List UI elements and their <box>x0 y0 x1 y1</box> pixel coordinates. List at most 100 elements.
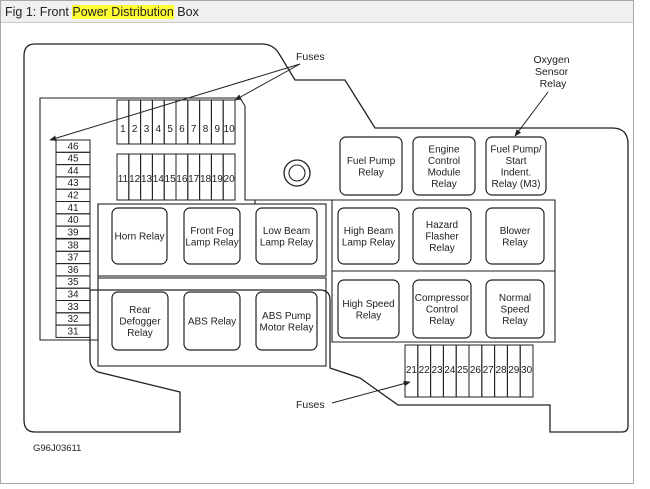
relay-abs-pump-motor-label: Motor Relay <box>260 322 314 333</box>
relay-abs-label: ABS Relay <box>188 317 236 328</box>
fuses-bottom-leader <box>331 380 411 404</box>
relay-horn-label: Horn Relay <box>114 232 164 243</box>
relay-high-beam-lamp-box <box>337 207 400 265</box>
inner-panel-left <box>39 97 256 341</box>
relay-abs-pump-motor-box <box>255 291 318 351</box>
figure-frame: Fig 1: Front Power Distribution Box <box>0 0 634 484</box>
relay-front-fog-lamp-label: Lamp Relay <box>185 237 238 248</box>
relay-rear-defogger-box <box>111 291 169 351</box>
fuse-number: 28 <box>495 365 507 376</box>
relay-front-fog-lamp-label: Front Fog <box>190 226 233 237</box>
fuse-number: 19 <box>212 174 224 185</box>
relay-rear-defogger-label: Defogger <box>119 317 161 328</box>
fuse-slot <box>210 99 224 145</box>
relay-fuel-pump-label: Fuel Pump <box>347 156 396 167</box>
fuse-slot <box>116 99 130 145</box>
relay-hazard-flasher-label: Relay <box>429 243 455 254</box>
fuse-slot <box>222 153 236 201</box>
relay-high-speed-label: Relay <box>356 310 382 321</box>
mounting-hole-inner <box>288 164 306 182</box>
relays: Fuel PumpRelayEngineControlModuleRelayFu… <box>111 136 547 351</box>
fuse-slot <box>175 99 189 145</box>
fuse-number: 1 <box>120 124 126 135</box>
relay-compressor-control-label: Relay <box>429 316 455 327</box>
relay-rear-defogger-label: Rear <box>129 305 151 316</box>
relay-front-fog-lamp-box <box>183 207 241 265</box>
fuse-number: 43 <box>67 178 79 189</box>
fuse-number: 41 <box>67 203 79 214</box>
relay-abs-box <box>183 291 241 351</box>
fuse-slot <box>222 99 236 145</box>
fuse-number: 33 <box>67 302 79 313</box>
relay-compressor-control-label: Compressor <box>415 293 470 304</box>
fuse-number: 32 <box>67 314 79 325</box>
relay-fuel-pump-start-indent-label: Indent. <box>501 167 532 178</box>
fuse-number: 17 <box>188 174 200 185</box>
relay-fuel-pump-start-indent-label: Start <box>505 156 526 167</box>
relay-engine-control-module-label: Module <box>428 167 461 178</box>
relay-normal-speed-label: Speed <box>501 305 530 316</box>
fuse-number: 7 <box>191 124 197 135</box>
relay-hazard-flasher-box <box>412 207 472 265</box>
relay-engine-control-module-label: Engine <box>428 144 460 155</box>
oxygen-sensor-line-3: Relay <box>540 78 568 90</box>
figure-code: G96J03611 <box>33 443 81 454</box>
fuse-number: 6 <box>179 124 185 135</box>
fuse-number: 9 <box>215 124 221 135</box>
fuse-slot <box>199 99 212 145</box>
fuse-number: 46 <box>67 141 79 152</box>
fuse-number: 5 <box>167 124 173 135</box>
fuse-number: 10 <box>224 124 236 135</box>
fuse-number: 37 <box>67 253 79 264</box>
relay-fuel-pump-label: Relay <box>358 167 384 178</box>
fuse-number: 21 <box>406 365 418 376</box>
fuse-number: 38 <box>67 240 79 251</box>
fuse-number: 14 <box>153 174 165 185</box>
relay-high-beam-lamp-label: High Beam <box>344 226 393 237</box>
fuse-number: 13 <box>141 174 153 185</box>
relay-engine-control-module-label: Relay <box>431 179 457 190</box>
fuse-number: 30 <box>521 365 533 376</box>
relay-engine-control-module-label: Control <box>428 156 460 167</box>
fuse-slot <box>519 344 534 398</box>
relay-hazard-flasher-label: Hazard <box>426 220 458 231</box>
relay-fuel-pump-start-indent-label: Relay (M3) <box>492 179 541 190</box>
fuse-number: 29 <box>508 365 520 376</box>
fuse-number: 39 <box>67 227 79 238</box>
fuse-number: 25 <box>457 365 469 376</box>
fuse-number: 35 <box>67 277 79 288</box>
relay-compressor-control-label: Control <box>426 305 458 316</box>
fuse-number: 34 <box>67 290 79 301</box>
fuse-number: 27 <box>483 365 495 376</box>
fuse-slot <box>55 324 91 338</box>
fuse-number: 44 <box>67 166 79 177</box>
fuse-number: 15 <box>165 174 177 185</box>
fuses-top-label: Fuses <box>296 51 325 63</box>
relay-horn-box <box>111 207 168 265</box>
fuse-number: 2 <box>132 124 138 135</box>
fuse-slot <box>55 225 91 239</box>
fuse-number: 24 <box>444 365 456 376</box>
housing-outline <box>23 43 629 433</box>
oxygen-sensor-line-1: Oxygen <box>533 54 569 66</box>
fuse-number: 31 <box>67 326 79 337</box>
fuse-number: 40 <box>67 215 79 226</box>
title-prefix: Fig 1: Front <box>5 5 73 19</box>
fuses-top-leader-2 <box>234 63 301 101</box>
oxygen-sensor-label: Oxygen Sensor Relay <box>533 54 572 90</box>
fuse-number: 45 <box>67 154 79 165</box>
title-suffix: Box <box>173 5 199 19</box>
fuse-number: 22 <box>419 365 431 376</box>
relay-hazard-flasher-label: Flasher <box>425 232 459 243</box>
fuse-number: 42 <box>67 191 79 202</box>
fuse-number: 11 <box>118 174 129 185</box>
relay-blower-box <box>485 207 545 265</box>
oxygen-sensor-line-2: Sensor <box>535 66 569 78</box>
relay-compressor-control-box <box>412 279 472 339</box>
relay-low-beam-lamp-label: Lamp Relay <box>260 237 313 248</box>
fuse-slot <box>128 99 142 145</box>
